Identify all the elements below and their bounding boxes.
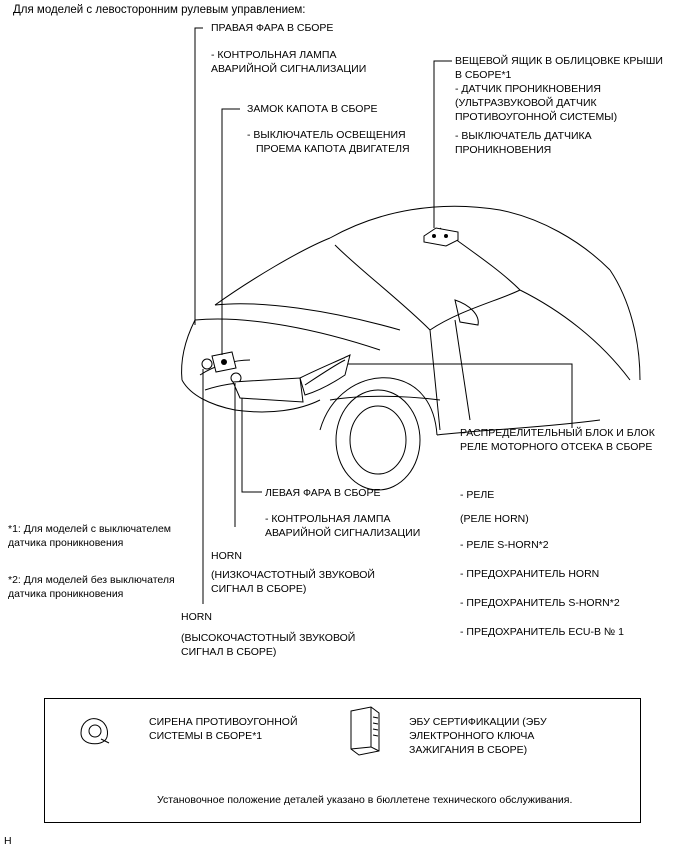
legend-siren-1: СИРЕНА ПРОТИВОУГОННОЙ — [149, 716, 298, 728]
label-left-hazard-2: АВАРИЙНОЙ СИГНАЛИЗАЦИИ — [265, 527, 421, 539]
label-roof-sensor-2: (УЛЬТРАЗВУКОВОЙ ДАТЧИК — [455, 97, 597, 109]
left-headlight-part — [232, 359, 346, 403]
label-horn-low-desc-2: СИГНАЛ В СБОРЕ) — [211, 583, 307, 595]
label-right-headlight: ПРАВАЯ ФАРА В СБОРЕ — [211, 22, 334, 34]
footnote-2-line-1: *2: Для моделей без выключателя — [8, 574, 175, 586]
legend-ecu-3: ЗАЖИГАНИЯ В СБОРЕ) — [409, 744, 528, 756]
label-junction-1: РАСПРЕДЕЛИТЕЛЬНЫЙ БЛОК И БЛОК — [460, 427, 655, 439]
junction-item: (РЕЛЕ HORN) — [460, 513, 529, 525]
ecu-icon — [350, 706, 380, 756]
label-hood-switch-2: ПРОЕМА КАПОТА ДВИГАТЕЛЯ — [256, 143, 410, 155]
label-horn-high: HORN — [181, 611, 212, 623]
corner-mark: H — [4, 835, 12, 847]
label-junction-2: РЕЛЕ МОТОРНОГО ОТСЕКА В СБОРЕ — [460, 441, 653, 453]
junction-item: - ПРЕДОХРАНИТЕЛЬ S-HORN*2 — [460, 597, 620, 609]
roof-console-part — [423, 227, 459, 247]
legend-siren-2: СИСТЕМЫ В СБОРЕ*1 — [149, 730, 263, 742]
label-right-hazard-1: - КОНТРОЛЬНАЯ ЛАМПА — [211, 49, 337, 61]
label-hood-switch-1: - ВЫКЛЮЧАТЕЛЬ ОСВЕЩЕНИЯ — [247, 129, 406, 141]
label-roof-sensor-3: ПРОТИВОУГОННОЙ СИСТЕМЫ) — [455, 111, 618, 123]
label-horn-high-desc-2: СИГНАЛ В СБОРЕ) — [181, 646, 277, 658]
hood-lock-part — [211, 351, 237, 373]
legend-note: Установочное положение деталей указано в… — [157, 794, 573, 806]
footnote-1-line-2: датчика проникновения — [8, 537, 124, 549]
legend-box: СИРЕНА ПРОТИВОУГОННОЙ СИСТЕМЫ В СБОРЕ*1 … — [44, 698, 641, 823]
label-roof-sensor-1: - ДАТЧИК ПРОНИКНОВЕНИЯ — [455, 83, 601, 95]
label-right-hazard-2: АВАРИЙНОЙ СИГНАЛИЗАЦИИ — [211, 63, 367, 75]
junction-item: - РЕЛЕ — [460, 489, 495, 501]
car-outline — [181, 205, 641, 491]
legend-ecu-1: ЭБУ СЕРТИФИКАЦИИ (ЭБУ — [409, 716, 547, 728]
siren-icon — [80, 718, 110, 745]
junction-item: - РЕЛЕ S-HORN*2 — [460, 539, 549, 551]
junction-item: - ПРЕДОХРАНИТЕЛЬ ECU-B № 1 — [460, 626, 624, 638]
footnote-2-line-2: датчика проникновения — [8, 588, 124, 600]
label-roof-box-1: ВЕЩЕВОЙ ЯЩИК В ОБЛИЦОВКЕ КРЫШИ — [455, 55, 663, 67]
label-hood-lock: ЗАМОК КАПОТА В СБОРЕ — [247, 103, 378, 115]
label-horn-low: HORN — [211, 550, 242, 562]
footnote-1-line-1: *1: Для моделей с выключателем — [8, 523, 172, 535]
leader-lines — [194, 27, 573, 604]
label-roof-switch-1: - ВЫКЛЮЧАТЕЛЬ ДАТЧИКА — [455, 130, 592, 142]
label-left-hazard-1: - КОНТРОЛЬНАЯ ЛАМПА — [265, 513, 391, 525]
label-roof-switch-2: ПРОНИКНОВЕНИЯ — [455, 144, 552, 156]
page-title: Для моделей с левосторонним рулевым упра… — [13, 4, 306, 16]
label-left-headlight: ЛЕВАЯ ФАРА В СБОРЕ — [265, 487, 381, 499]
legend-ecu-2: ЭЛЕКТРОННОГО КЛЮЧА — [409, 730, 535, 742]
label-roof-box-2: В СБОРЕ*1 — [455, 69, 512, 81]
junction-item: - ПРЕДОХРАНИТЕЛЬ HORN — [460, 568, 600, 580]
label-horn-low-desc-1: (НИЗКОЧАСТОТНЫЙ ЗВУКОВОЙ — [211, 569, 375, 581]
label-horn-high-desc-1: (ВЫСОКОЧАСТОТНЫЙ ЗВУКОВОЙ — [181, 632, 356, 644]
horn-parts — [201, 358, 242, 384]
